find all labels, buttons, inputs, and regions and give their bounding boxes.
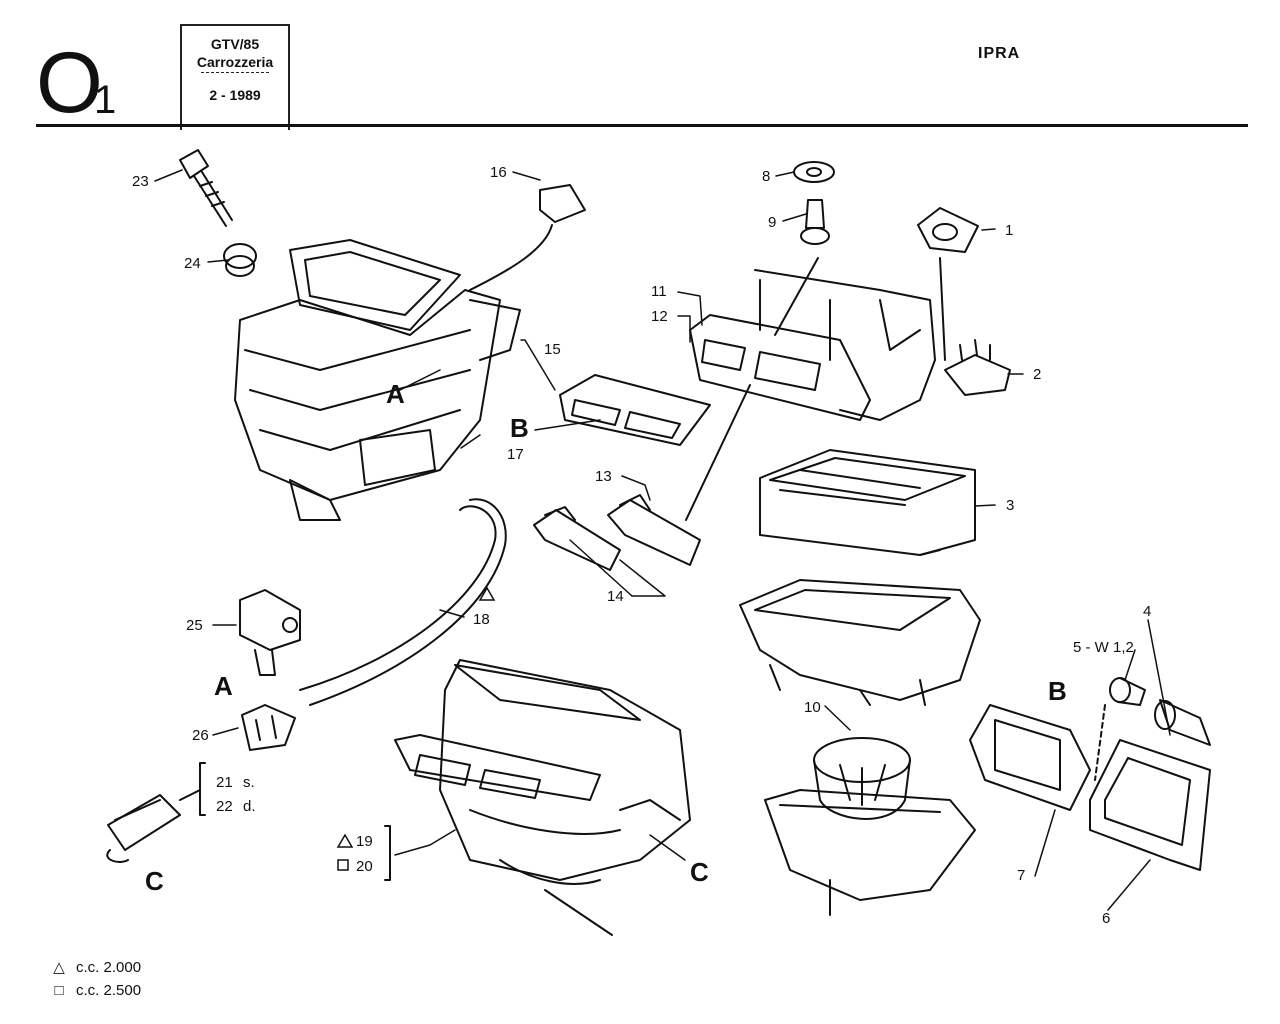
part-upper-right-housing: [754, 269, 936, 421]
part-18-hose: [299, 498, 507, 706]
letter-a-lower: A: [214, 671, 233, 701]
part-3-heater-core: [759, 449, 976, 556]
part-5-bulb: [1109, 677, 1146, 706]
letter-a-upper: A: [386, 379, 405, 409]
part-heater-housing-upper: [234, 239, 521, 521]
square-marker-icon: □: [54, 982, 64, 999]
callout-22-side: d.: [243, 798, 256, 815]
letter-c-left: C: [145, 866, 164, 896]
legend-triangle: △ c.c. 2.000: [50, 958, 141, 976]
part-25-bracket: [239, 589, 301, 676]
callout-22: 22: [216, 798, 233, 815]
callout-26: 26: [192, 727, 209, 744]
part-6-frame: [1089, 739, 1211, 871]
part-8-washer: [793, 161, 835, 183]
callout-8: 8: [762, 168, 770, 185]
bracket-21-22: [179, 762, 206, 816]
leader-lines: [154, 169, 1171, 911]
callout-7: 7: [1017, 867, 1025, 884]
callout-1: 1: [1005, 222, 1013, 239]
reference-letters: A B A B C C: [145, 379, 1067, 896]
callout-13: 13: [595, 468, 612, 485]
part-lower-heater-assembly: [394, 659, 691, 936]
callout-16: 16: [490, 164, 507, 181]
dashed-guide-5: [1094, 704, 1106, 781]
callout-21-side: s.: [243, 774, 255, 791]
model-label: GTV/85: [210, 36, 260, 52]
callout-5: 5 - W 1,2: [1073, 639, 1134, 656]
part-1-gasket: [917, 207, 979, 253]
part-7-outlet: [969, 704, 1091, 811]
part-lower-housing-tray: [739, 579, 981, 706]
part-26-clip: [241, 704, 296, 751]
title-box: GTV/85 Carrozzeria 2 - 1989: [180, 24, 290, 130]
legend-triangle-text: c.c. 2.000: [76, 959, 142, 976]
callout-12: 12: [651, 308, 668, 325]
letter-b-upper: B: [510, 413, 529, 443]
part-14-duct-piece: [533, 506, 621, 571]
callout-17: 17: [507, 446, 524, 463]
letter-b-lower: B: [1048, 676, 1067, 706]
header-rule: [36, 124, 1248, 127]
part-10-blower: [764, 737, 976, 916]
part-4-bulb-holder: [1154, 699, 1211, 746]
arrow-13: [685, 384, 751, 521]
arrow-9: [774, 257, 819, 336]
triangle-marker-icon: [478, 586, 496, 601]
title-divider: [201, 72, 269, 81]
callout-3: 3: [1006, 497, 1014, 514]
callout-18: 18: [473, 611, 490, 628]
section-code: O: [36, 35, 103, 131]
part-24-nut: [223, 243, 257, 277]
callout-24: 24: [184, 255, 201, 272]
part-13-duct-piece: [607, 494, 701, 566]
part-15-vent-grille: [559, 374, 711, 446]
callout-11: 11: [651, 283, 667, 300]
group-label: Carrozzeria: [196, 54, 274, 70]
callout-9: 9: [768, 214, 776, 231]
callout-20: 20: [356, 858, 373, 875]
variant-markers: [336, 586, 496, 871]
legend-square: □ c.c. 2.500: [50, 982, 141, 999]
arrow-1: [939, 257, 946, 361]
triangle-marker-icon: △: [53, 959, 65, 976]
section-subcode: 1: [94, 78, 117, 122]
square-marker-icon: [337, 859, 349, 871]
letter-c-right: C: [690, 857, 709, 887]
callout-4: 4: [1143, 603, 1151, 620]
make-label: IPRA: [978, 45, 1021, 62]
legend-square-text: c.c. 2.500: [76, 982, 142, 999]
callout-6: 6: [1102, 910, 1110, 927]
date-label: 2 - 1989: [209, 87, 261, 103]
part-11-control-panel: [689, 314, 871, 421]
callout-21: 21: [216, 774, 233, 791]
callout-labels: 23 24 16 8 9 1 11 12 15 2 17 13 3 14 18 …: [132, 164, 1151, 927]
part-16-connector: [469, 184, 586, 291]
part-23-bolt-clip: [179, 149, 233, 227]
callout-2: 2: [1033, 366, 1041, 383]
callout-15: 15: [544, 341, 561, 358]
callout-10: 10: [804, 699, 821, 716]
callout-19: 19: [356, 833, 373, 850]
part-21-22-clip: [106, 794, 181, 863]
callout-25: 25: [186, 617, 203, 634]
callout-14: 14: [607, 588, 624, 605]
callout-23: 23: [132, 173, 149, 190]
part-9-screw: [800, 199, 830, 245]
bracket-19-20: [384, 825, 391, 881]
part-2-switch: [944, 339, 1011, 396]
triangle-marker-icon: [336, 833, 354, 848]
